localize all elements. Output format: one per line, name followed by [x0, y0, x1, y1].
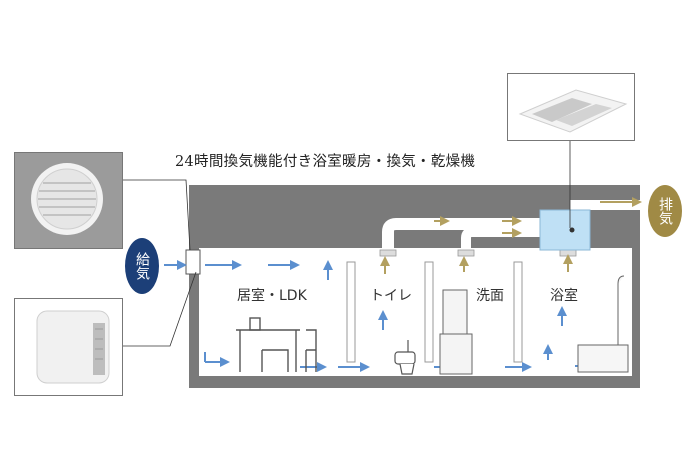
partition-wall [424, 261, 434, 363]
dining-set [236, 317, 317, 372]
duct [461, 227, 545, 255]
room-label-bathroom: 浴室 [550, 288, 578, 304]
bathtub [577, 275, 629, 373]
partition-wall [346, 261, 356, 363]
ceiling-fan-unit-icon [508, 74, 634, 140]
duct [382, 218, 545, 255]
air-purifier-icon [15, 299, 122, 395]
supply-air-badge: 給気 [125, 238, 159, 294]
air-purifier-photo [14, 298, 123, 396]
round-vent-cap-icon [15, 153, 122, 248]
diagram-title: 24時間換気機能付き浴室暖房・換気・乾燥機 [175, 154, 476, 170]
room-label-toilet: トイレ [370, 288, 412, 304]
ceiling-unit-photo [507, 73, 635, 141]
washstand [439, 289, 473, 375]
exhaust-air-label: 排気 [657, 197, 673, 225]
toilet [394, 340, 416, 375]
vent-cap-photo [14, 152, 123, 249]
exhaust-air-badge: 排気 [648, 185, 682, 237]
supply-air-label: 給気 [134, 252, 150, 280]
partition-wall [513, 261, 523, 363]
bath-vent-unit [539, 209, 591, 251]
room-label-ldk: 居室・LDK [237, 288, 307, 304]
room-label-washroom: 洗面 [476, 288, 504, 304]
